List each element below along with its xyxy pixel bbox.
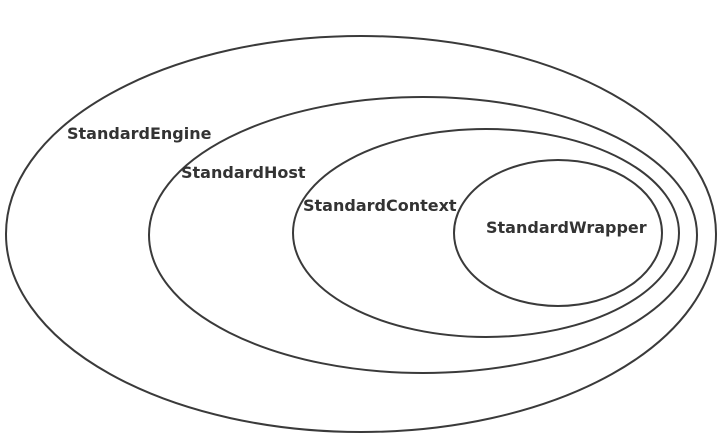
context-ellipse (292, 128, 680, 338)
wrapper-label: StandardWrapper (486, 218, 647, 237)
host-label: StandardHost (181, 163, 306, 182)
host-container: StandardHost (148, 96, 698, 374)
context-label: StandardContext (303, 196, 457, 215)
engine-ellipse (5, 35, 717, 433)
host-ellipse (148, 96, 698, 374)
wrapper-container: StandardWrapper (453, 159, 663, 307)
wrapper-ellipse (453, 159, 663, 307)
engine-container: StandardEngine (5, 35, 717, 433)
engine-label: StandardEngine (67, 124, 212, 143)
context-container: StandardContext (292, 128, 680, 338)
